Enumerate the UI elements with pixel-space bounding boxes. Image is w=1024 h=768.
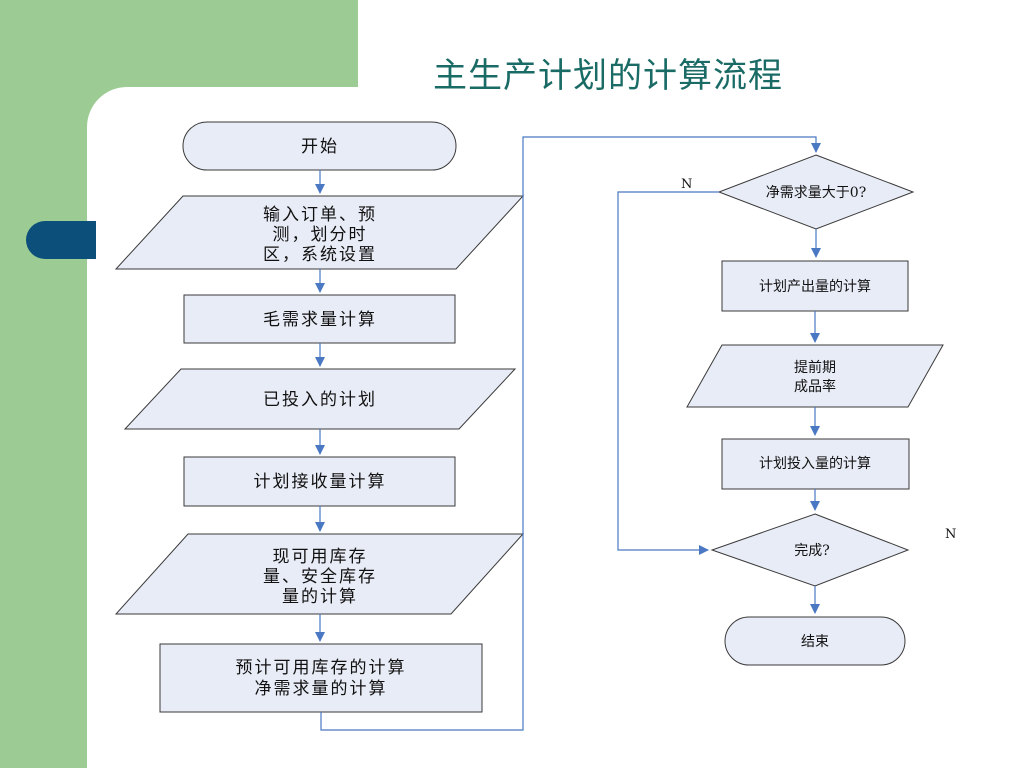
start-label: 开始 [301, 137, 339, 157]
connector-left-to-right [320, 136, 821, 731]
end-node: 结束 [724, 616, 906, 666]
input-qty-label: 计划投入量的计算 [759, 456, 871, 472]
net-decision-node: 净需求量大于0? [717, 154, 915, 230]
inventory-label-line1: 现可用库存 [273, 547, 368, 567]
connector-n-loop [617, 191, 719, 555]
lead-node: 提前期 成品率 [686, 344, 944, 408]
lead-label-line2: 成品率 [794, 378, 836, 395]
net-decision-label: 净需求量大于0? [766, 185, 866, 201]
output-label: 计划产出量的计算 [759, 279, 871, 295]
inventory-label-line2: 量、安全库存 [263, 567, 377, 587]
background-top-white [358, 0, 1024, 90]
lead-label-line1: 提前期 [794, 359, 836, 376]
planned-label: 已投入的计划 [263, 390, 377, 410]
output-node: 计划产出量的计算 [721, 260, 909, 312]
accent-pill [26, 221, 96, 259]
input-node: 输入订单、预 测，划分时 区，系统设置 [114, 195, 525, 270]
inventory-node: 现可用库存 量、安全库存 量的计算 [114, 533, 525, 615]
inventory-label-line3: 量的计算 [282, 587, 358, 607]
done-node: 完成? [710, 513, 910, 587]
input-label-line2: 测，划分时 [273, 225, 368, 245]
start-node: 开始 [182, 121, 457, 171]
input-label-line1: 输入订单、预 [263, 205, 377, 225]
gross-label: 毛需求量计算 [263, 310, 377, 330]
input-qty-node: 计划投入量的计算 [721, 438, 910, 490]
receipt-node: 计划接收量计算 [183, 456, 456, 507]
end-label: 结束 [801, 634, 829, 650]
gross-node: 毛需求量计算 [183, 294, 456, 344]
done-label: 完成? [794, 543, 830, 559]
n-label-bottom: N [945, 527, 956, 542]
forecast-label-line1: 预计可用库存的计算 [236, 658, 407, 678]
n-label-top: N [681, 177, 692, 192]
forecast-node: 预计可用库存的计算 净需求量的计算 [159, 643, 483, 713]
slide-title: 主生产计划的计算流程 [433, 56, 783, 96]
planned-node: 已投入的计划 [123, 368, 517, 430]
forecast-label-line2: 净需求量的计算 [255, 679, 388, 699]
receipt-label: 计划接收量计算 [254, 472, 387, 492]
input-label-line3: 区，系统设置 [263, 245, 377, 265]
